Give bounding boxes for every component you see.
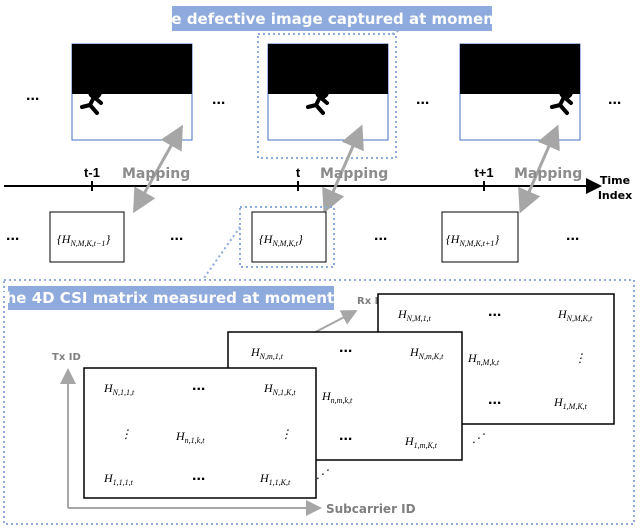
mapping-label: Mapping [320, 166, 388, 182]
back-mid-ellipsis: ... [488, 391, 501, 408]
svg-text:⋮: ⋮ [120, 427, 132, 441]
svg-text:...: ... [192, 377, 205, 394]
ellipsis-csi-right: ... [566, 227, 579, 244]
ellipsis-csi-left: ... [6, 227, 19, 244]
svg-text:Hn,1,k,t: Hn,1,k,t [175, 429, 205, 445]
rx-axis-label: Rx ID [357, 296, 387, 307]
image-frame-t [267, 43, 389, 141]
runner-icon [550, 85, 573, 115]
tick-label-t-plus-1: t+1 [474, 165, 493, 180]
image-frame-t-minus-1 [71, 43, 193, 141]
time-axis-label-1: Time [600, 174, 630, 187]
ellipsis-csi-mid-right: ... [374, 227, 387, 244]
mapping-arrow [518, 124, 560, 214]
middle-side-cell: Hn,M,k,t [467, 351, 500, 367]
csi-matrix-panel [3, 279, 635, 525]
diagonal-dots: ⋰ [316, 467, 329, 481]
subcarrier-axis-label: Subcarrier ID [326, 502, 416, 516]
svg-text:...: ... [192, 467, 205, 484]
svg-text:...: ... [339, 339, 352, 356]
mapping-arrow [133, 124, 183, 214]
ellipsis-top-mid-left: ... [212, 91, 225, 108]
svg-text:Hn,m,k,t: Hn,m,k,t [321, 389, 353, 405]
svg-text:⋮: ⋮ [574, 351, 586, 365]
svg-text:⋮: ⋮ [280, 427, 292, 441]
svg-text:HN,1,1,t: HN,1,1,t [103, 381, 135, 397]
matrix-layer-front: HN,1,1,t ... HN,1,K,t ⋮ Hn,1,k,t ⋮ H1,1,… [83, 367, 317, 499]
runner-icon [306, 85, 329, 115]
highlight-connector [391, 29, 401, 35]
ellipsis-top-mid-right: ... [416, 91, 429, 108]
mapping-label: Mapping [122, 166, 190, 182]
csi-box-t-minus-1: {HN,M,K,t−1} [49, 211, 125, 263]
svg-text:H1,m,K,t: H1,m,K,t [404, 434, 438, 450]
svg-text:H1,1,K,t: H1,1,K,t [259, 471, 291, 487]
svg-text:HN,M,1,t: HN,M,1,t [397, 307, 432, 323]
svg-text:HN,1,K,t: HN,1,K,t [263, 381, 296, 397]
svg-text:HN,M,K,t: HN,M,K,t [557, 307, 593, 323]
ellipsis-top-right: ... [608, 91, 621, 108]
panel-connector [203, 226, 241, 279]
svg-text:{HN,M,K,t+1}: {HN,M,K,t+1} [446, 232, 499, 248]
svg-text:...: ... [339, 427, 352, 444]
svg-text:H1,M,K,t: H1,M,K,t [553, 395, 588, 411]
image-frame-t-plus-1 [459, 43, 581, 141]
tick-label-t: t [296, 165, 301, 180]
svg-text:HN,m,1,t: HN,m,1,t [250, 345, 284, 361]
top-banner-text: The defective image captured at moment t [151, 10, 514, 28]
ellipsis-top-left: ... [26, 87, 39, 104]
time-axis-label-2: Index [598, 189, 632, 202]
mapping-arrow [322, 124, 364, 214]
svg-text:HN,m,K,t: HN,m,K,t [409, 345, 444, 361]
svg-text:{HN,M,K,t}: {HN,M,K,t} [259, 232, 303, 248]
tick-label-t-minus-1: t-1 [84, 165, 100, 180]
mapping-label: Mapping [514, 166, 582, 182]
svg-text:{HN,M,K,t−1}: {HN,M,K,t−1} [57, 232, 110, 248]
top-banner: The defective image captured at moment t [151, 6, 514, 31]
diagonal-dots: ⋰ [472, 431, 485, 445]
tx-axis-label: Tx ID [52, 352, 81, 363]
svg-text:...: ... [488, 303, 501, 320]
csi-box-t-plus-1: {HN,M,K,t+1} [441, 211, 519, 263]
bottom-banner-text: The 4D CSI matrix measured at moment t [0, 289, 347, 307]
csi-box-t: {HN,M,K,t} [251, 211, 327, 263]
runner-icon [80, 85, 103, 115]
svg-text:H1,1,1,t: H1,1,1,t [103, 471, 134, 487]
center-csi-highlight [239, 206, 335, 268]
ellipsis-csi-mid-left: ... [170, 227, 183, 244]
bottom-banner: The 4D CSI matrix measured at moment t [0, 286, 347, 310]
